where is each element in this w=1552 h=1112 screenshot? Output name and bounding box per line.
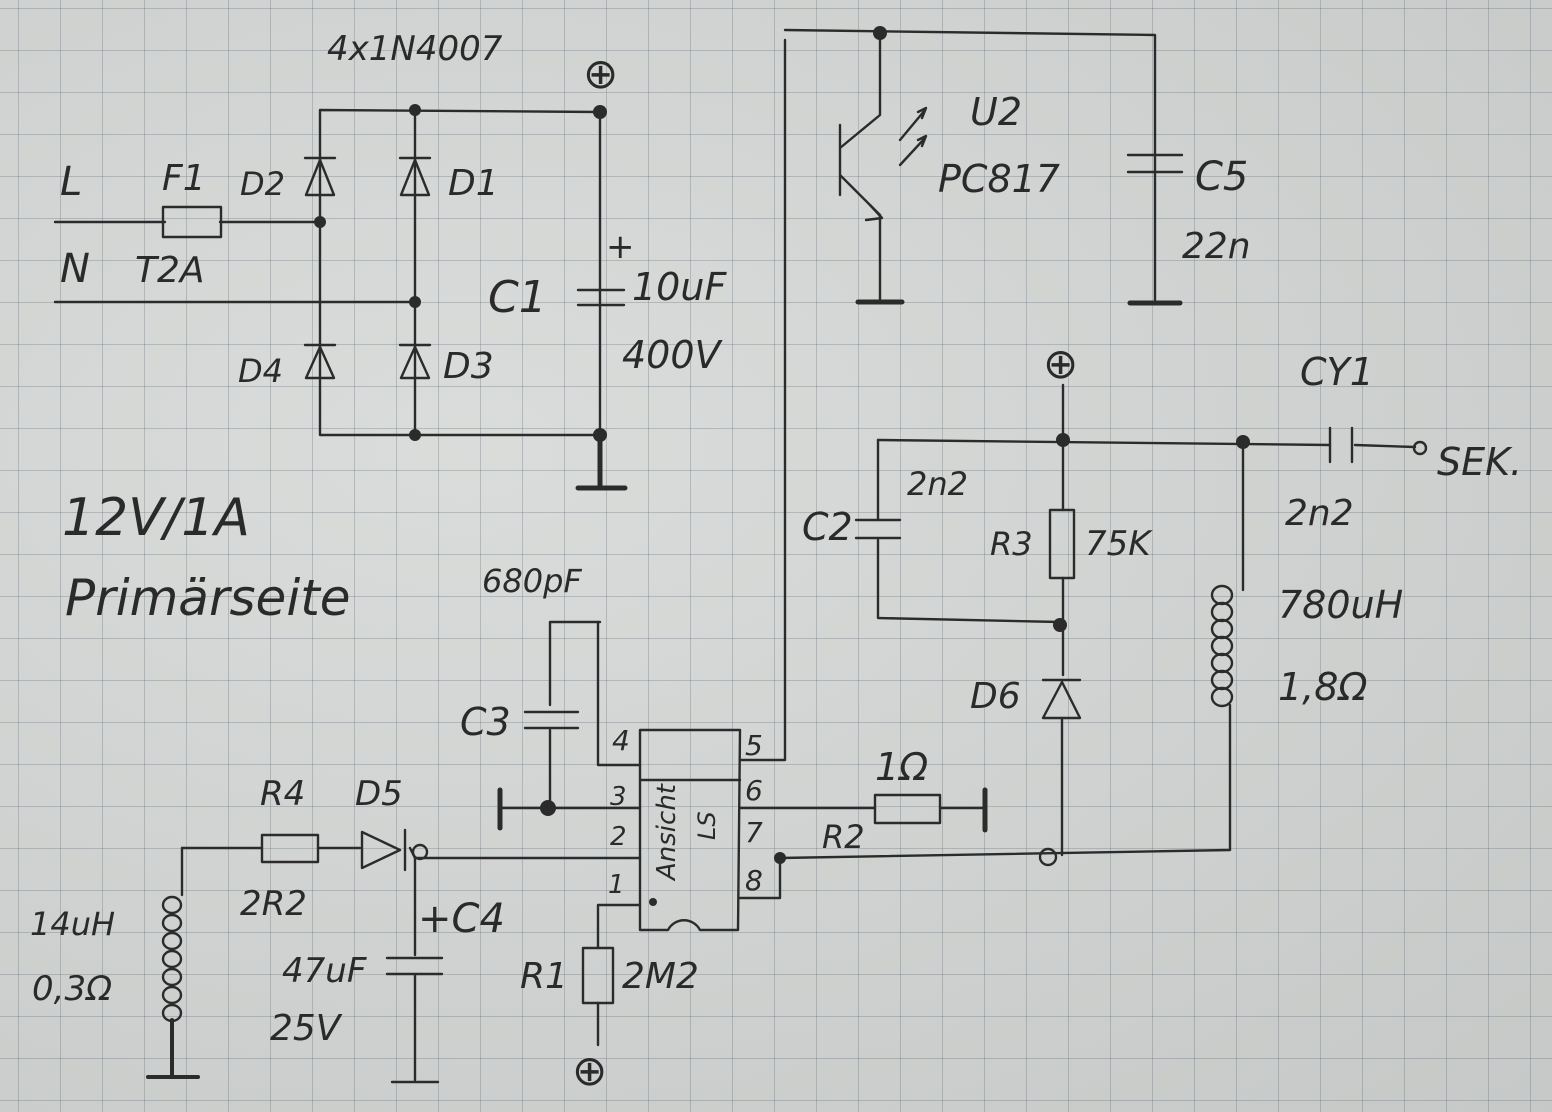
junction-dot <box>1236 435 1250 449</box>
label-c2-val: 2n2 <box>907 465 968 503</box>
label-c1-plus: + <box>606 227 635 267</box>
junction-dot <box>1053 618 1067 632</box>
label-c2: C2 <box>802 505 853 549</box>
title-rating: 12V/1A <box>62 488 250 548</box>
pin-3-label: 3 <box>610 782 627 812</box>
label-inductor-val: 780uH <box>1278 583 1403 627</box>
label-u2: U2 <box>970 90 1022 134</box>
label-r1: R1 <box>520 956 568 997</box>
junction-dot <box>774 852 786 864</box>
title-side: Primärseite <box>65 569 351 627</box>
label-sek: SEK. <box>1437 440 1522 484</box>
optocoupler-u2 <box>738 26 1157 762</box>
junction-dot <box>411 843 429 861</box>
aux-supply <box>146 828 444 1084</box>
label-c3-val: 680pF <box>482 562 582 600</box>
pin-1-label: 1 <box>608 870 625 900</box>
label-c5-val: 22n <box>1182 226 1251 267</box>
pin1-marker <box>649 898 657 906</box>
label-d1: D1 <box>448 163 499 204</box>
label-d4: D4 <box>238 352 283 390</box>
label-r1-val: 2M2 <box>622 956 699 997</box>
label-c4-cap: 47uF <box>282 951 367 991</box>
diode-d1 <box>398 156 432 197</box>
junction-dot <box>409 429 421 441</box>
junction-dot <box>540 800 556 816</box>
plus-terminal-symbol: ⊕ <box>583 49 618 98</box>
ic-label-ansicht: Ansicht <box>652 783 682 882</box>
pin-7-label: 7 <box>745 816 763 849</box>
ic-label-ls: LS <box>693 811 721 840</box>
junction-dot <box>1038 847 1058 867</box>
label-c5: C5 <box>1195 154 1248 200</box>
label-r3: R3 <box>990 525 1033 563</box>
label-r2-val: 1Ω <box>875 745 928 789</box>
bridge-rectifier <box>53 104 628 491</box>
pin-2-label: 2 <box>610 822 627 852</box>
pin-5-label: 5 <box>745 729 763 762</box>
junction-dot <box>593 105 607 119</box>
label-d6: D6 <box>970 676 1021 717</box>
label-c4: +C4 <box>418 896 505 942</box>
label-pc817: PC817 <box>938 157 1060 201</box>
junction-dot <box>409 104 421 116</box>
label-d3: D3 <box>443 346 494 387</box>
label-l2-val: 14uH <box>30 905 115 943</box>
label-c1-cap: 10uF <box>632 265 727 309</box>
label-t2a: T2A <box>135 250 205 291</box>
junction-dot <box>593 428 607 442</box>
label-c4-volt: 25V <box>270 1008 343 1049</box>
label-n: N <box>60 246 90 292</box>
junction-dot <box>873 26 887 40</box>
diode-d4 <box>303 343 337 380</box>
junction-dot <box>1056 433 1070 447</box>
label-cy1: CY1 <box>1300 350 1374 394</box>
fuse-f1 <box>161 205 223 239</box>
label-inductor-res: 1,8Ω <box>1278 665 1367 709</box>
pin-6-label: 6 <box>745 774 763 807</box>
bridge-label: 4x1N4007 <box>327 29 503 69</box>
secondary-network <box>778 383 1428 867</box>
junction-dot <box>314 216 326 228</box>
label-cy1-val: 2n2 <box>1285 493 1354 534</box>
plus-terminal-symbol: ⊕ <box>572 1046 607 1095</box>
resistor-r2 <box>873 793 942 825</box>
diode-d2 <box>303 156 337 197</box>
resistor-r1 <box>581 946 615 1005</box>
pin-8-label: 8 <box>745 864 763 897</box>
label-f1: F1 <box>162 158 206 199</box>
capacitor-c1 <box>575 288 628 491</box>
resistor-r4 <box>260 833 320 864</box>
inductor-780uh <box>1210 584 1234 708</box>
label-c1-volt: 400V <box>622 333 724 377</box>
diode-d3 <box>398 343 432 380</box>
label-r2: R2 <box>822 818 865 856</box>
label-r3-val: 75K <box>1085 524 1153 564</box>
label-d2: D2 <box>240 165 285 203</box>
ic-ls <box>413 620 988 1047</box>
label-l2-res: 0,3Ω <box>32 969 112 1009</box>
pin-4-label: 4 <box>612 724 630 757</box>
junction-dot <box>409 296 421 308</box>
label-r4: R4 <box>260 774 305 814</box>
label-l: L <box>60 159 82 205</box>
plus-terminal-symbol: ⊕ <box>1043 339 1078 388</box>
resistor-r3 <box>1048 508 1076 580</box>
inductor-14uh <box>161 895 183 1023</box>
label-r4-val: 2R2 <box>240 884 307 924</box>
label-c3: C3 <box>460 700 511 744</box>
capacitor-c5 <box>1126 153 1184 306</box>
label-d5: D5 <box>355 774 403 814</box>
sek-terminal <box>1412 440 1428 456</box>
label-c1: C1 <box>488 272 547 323</box>
